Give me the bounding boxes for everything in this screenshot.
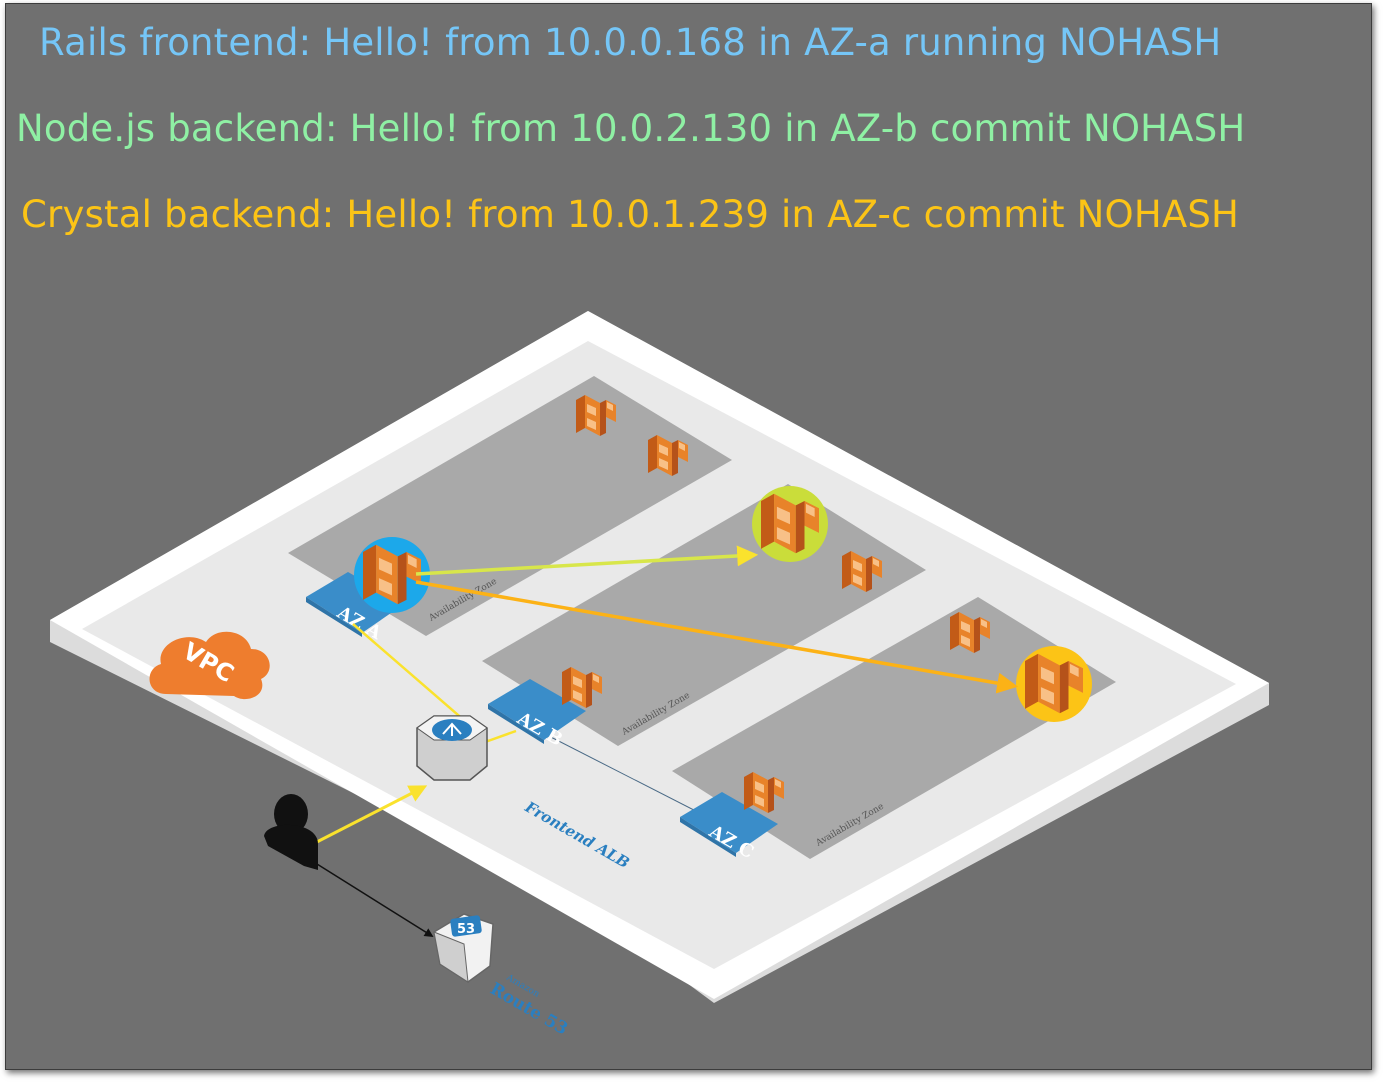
nodejs-backend-status: Node.js backend: Hello! from 10.0.2.130 … [16,107,1246,150]
crystal-backend-status: Crystal backend: Hello! from 10.0.1.239 … [21,193,1240,236]
alb-to-rails-line [352,623,517,743]
crystal-backend-service [1016,646,1092,722]
load-balancer-icon [416,715,488,781]
arrow-rails-to-crystal [415,580,1019,694]
nodejs-backend-service [752,486,828,562]
arrow-user-to-route53 [308,858,434,937]
route53-icon: 53 [433,913,494,983]
route53-badge: 53 [457,922,475,937]
arrow-rails-to-node [415,545,759,576]
architecture-diagram: Availability Zone Availability Zone Avai… [50,311,1269,1039]
screenshot-frame: Rails frontend: Hello! from 10.0.0.168 i… [5,3,1372,1070]
rails-frontend-service [354,537,430,613]
rails-frontend-status: Rails frontend: Hello! from 10.0.0.168 i… [39,21,1222,64]
arrow-user-to-alb [308,785,428,848]
user-icon [264,794,318,870]
az-badge-b: AZ B [488,679,586,751]
vpc-cloud-icon: VPC [149,631,270,700]
